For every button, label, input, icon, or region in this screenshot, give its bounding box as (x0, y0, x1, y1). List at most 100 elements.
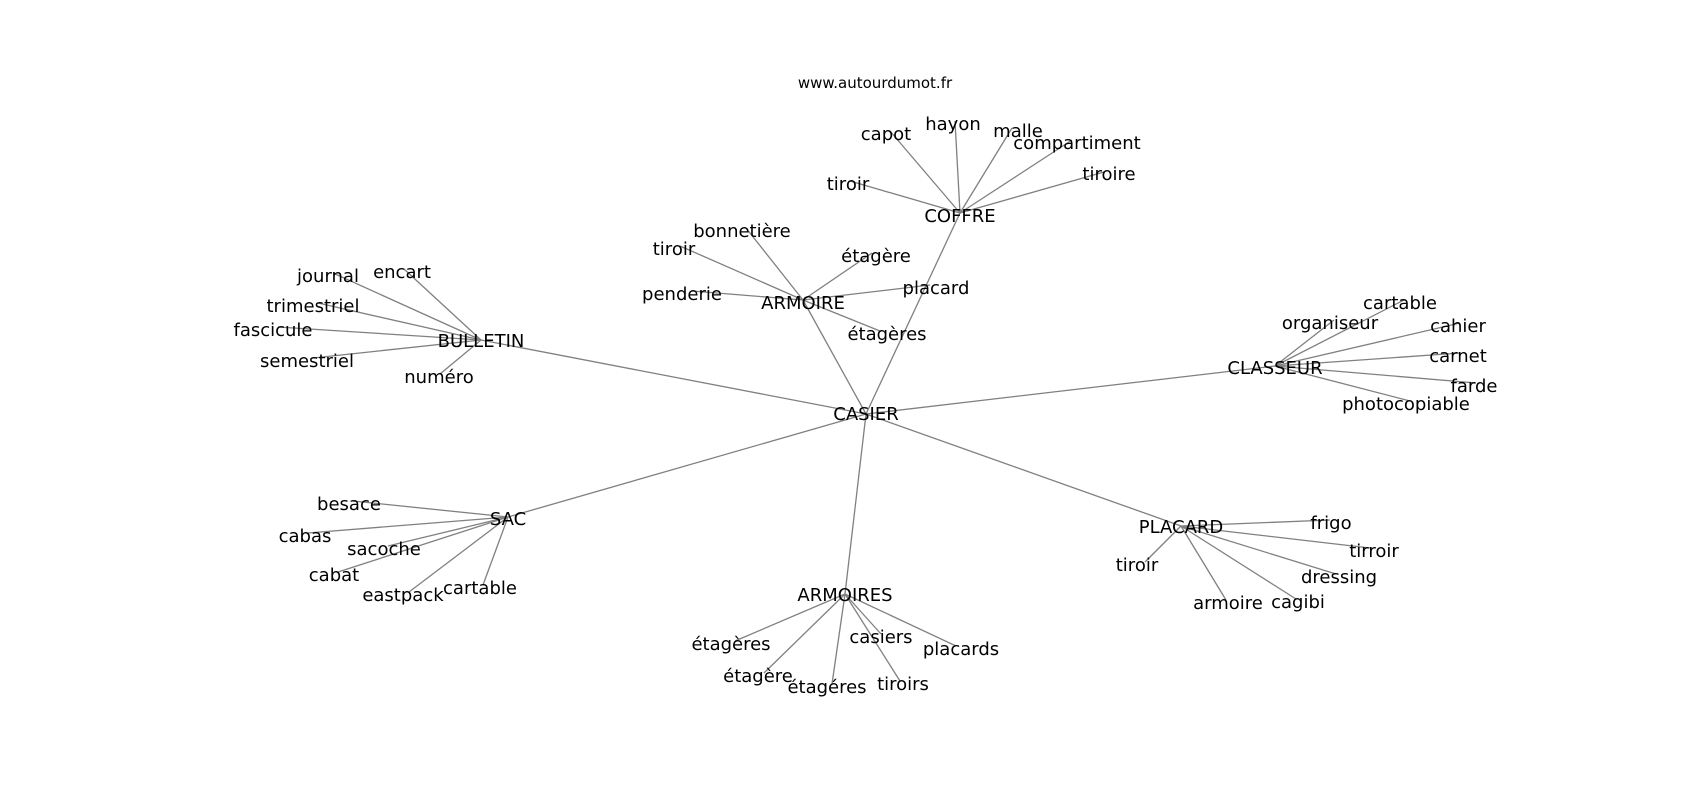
edge-armoires-leaf (844, 593, 901, 682)
leaf-node-coffre: compartiment (1013, 133, 1140, 154)
leaf-node-bulletin: encart (373, 262, 431, 283)
edge-armoires-leaf (763, 593, 846, 674)
hub-node-sac: SAC (490, 509, 526, 530)
edge-armoire-leaf (802, 284, 931, 301)
site-watermark: www.autourdumot.fr (798, 74, 953, 92)
edge-sac-leaf (482, 516, 509, 586)
leaf-node-coffre: tiroir (827, 174, 870, 195)
edge-classeur-leaf (1274, 365, 1477, 384)
leaf-node-sac: eastpack (362, 585, 444, 606)
leaf-node-classeur: cartable (1363, 293, 1437, 314)
edge-coffre-leaf (954, 120, 961, 214)
edge-armoire-leaf (679, 245, 804, 301)
leaf-node-sac: cabat (309, 565, 359, 586)
edge-center-bulletin (480, 339, 867, 415)
leaf-node-classeur: farde (1451, 376, 1498, 397)
leaf-node-classeur: carnet (1429, 346, 1487, 367)
edge-armoires-leaf (844, 593, 957, 647)
edge-bulletin-leaf (312, 339, 482, 359)
hub-node-classeur: CLASSEUR (1227, 358, 1322, 379)
edge-armoires-leaf (734, 593, 846, 642)
edge-classeur-leaf (1274, 299, 1405, 367)
edge-sac-leaf (408, 516, 509, 593)
center-node-label: CASIER (833, 404, 899, 425)
edge-sac-leaf (352, 500, 509, 518)
edge-placard-leaf (1180, 519, 1331, 527)
leaf-node-coffre: malle (993, 121, 1043, 142)
leaf-node-armoire: placard (903, 278, 970, 299)
edge-bulletin-leaf (277, 326, 482, 341)
edge-center-coffre (865, 212, 961, 415)
leaf-node-placard: cagibi (1271, 592, 1325, 613)
edge-armoire-leaf (745, 227, 804, 301)
edge-armoires-leaf (831, 593, 846, 685)
edge-placard-leaf (1180, 525, 1337, 575)
edge-center-armoires (844, 413, 867, 595)
edge-center-sac (507, 413, 867, 518)
leaf-node-armoires: étagère (723, 666, 793, 687)
edge-coffre-leaf (959, 139, 1073, 214)
leaf-node-placard: dressing (1301, 567, 1377, 588)
leaf-node-placard: frigo (1310, 513, 1351, 534)
leaf-node-placard: tirroir (1349, 541, 1399, 562)
edge-bulletin-leaf (403, 268, 482, 341)
leaf-node-armoire: étagères (847, 324, 926, 345)
edge-armoire-leaf (802, 252, 873, 301)
edge-center-classeur (865, 365, 1276, 415)
leaf-node-placard: tiroir (1116, 555, 1159, 576)
leaf-node-sac: cabas (279, 526, 332, 547)
edge-armoire-leaf (802, 299, 881, 332)
edges-layer (277, 120, 1477, 685)
leaf-node-sac: besace (317, 494, 381, 515)
leaf-node-armoire: tiroir (653, 239, 696, 260)
hub-node-bulletin: BULLETIN (438, 331, 525, 352)
edge-center-armoire (802, 299, 867, 415)
leaf-node-armoires: placards (923, 639, 999, 660)
leaf-node-placard: armoire (1193, 593, 1263, 614)
edge-sac-leaf (387, 516, 509, 547)
edge-armoire-leaf (691, 290, 804, 301)
edge-placard-leaf (1180, 525, 1297, 600)
edge-classeur-leaf (1274, 365, 1411, 402)
edge-coffre-leaf (959, 171, 1105, 214)
edge-coffre-leaf (849, 180, 961, 214)
leaf-node-classeur: cahier (1430, 316, 1486, 337)
leaf-node-bulletin: trimestriel (267, 296, 360, 317)
leaf-node-bulletin: journal (296, 266, 359, 287)
edge-placard-leaf (1180, 525, 1371, 549)
leaf-node-bulletin: fascicule (233, 320, 312, 341)
hub-node-armoire: ARMOIRE (761, 293, 845, 314)
edge-sac-leaf (337, 516, 509, 573)
edge-placard-leaf (1180, 525, 1227, 601)
hub-node-placard: PLACARD (1139, 517, 1224, 538)
edge-armoires-leaf (844, 593, 882, 635)
edge-classeur-leaf (1274, 352, 1461, 367)
edge-bulletin-leaf (439, 339, 482, 375)
edge-center-placard (865, 413, 1182, 527)
hub-node-armoires: ARMOIRES (797, 585, 892, 606)
leaf-node-armoire: penderie (642, 284, 722, 305)
hub-node-coffre: COFFRE (924, 206, 995, 227)
leaf-node-armoires: étagéres (787, 677, 866, 698)
edge-classeur-leaf (1274, 319, 1335, 367)
leaf-node-coffre: hayon (925, 114, 981, 135)
edge-bulletin-leaf (317, 302, 482, 341)
leaf-node-classeur: organiseur (1282, 313, 1379, 334)
leaf-node-coffre: capot (861, 124, 911, 145)
leaf-node-armoire: étagère (841, 246, 911, 267)
leaf-node-sac: sacoche (347, 539, 421, 560)
leaf-node-armoires: tiroirs (877, 674, 929, 695)
edge-coffre-leaf (959, 127, 1013, 214)
leaf-node-classeur: photocopiable (1342, 394, 1470, 415)
edge-sac-leaf (307, 516, 509, 534)
leaf-node-coffre: tiroire (1082, 164, 1135, 185)
labels-layer: www.autourdumot.fr CASIER COFFRE capot hay… (233, 74, 1497, 698)
leaf-node-bulletin: numéro (404, 367, 473, 388)
leaf-node-armoires: étagères (691, 634, 770, 655)
edge-placard-leaf (1144, 525, 1182, 563)
leaf-node-bulletin: semestriel (260, 351, 354, 372)
edge-classeur-leaf (1274, 322, 1461, 367)
edge-bulletin-leaf (332, 272, 482, 341)
